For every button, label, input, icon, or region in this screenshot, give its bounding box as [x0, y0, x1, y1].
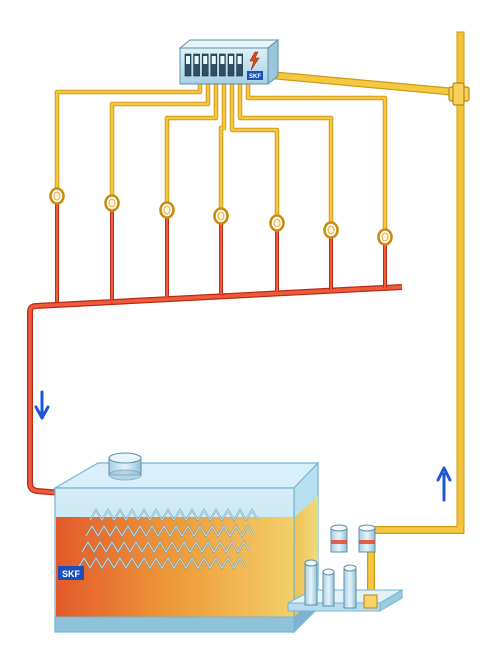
pump-outlet-fitting — [363, 594, 378, 609]
tank-logo — [58, 566, 84, 580]
distributor-outlet — [184, 53, 192, 77]
tank-logo-text: SKF — [62, 569, 81, 579]
supply-branch-line — [238, 82, 333, 224]
outlet-window — [194, 56, 199, 64]
distributor-outlet — [193, 53, 200, 77]
supply-lines — [54, 81, 388, 232]
supply-branch-line — [246, 82, 387, 231]
distributor-logo-text: SKF — [249, 74, 261, 80]
outlet-window — [237, 56, 242, 64]
filter-canister — [304, 562, 318, 606]
distributor-outlet — [219, 53, 226, 77]
oil-reservoir-tank: SKF — [52, 452, 320, 634]
supply-branch-line — [55, 82, 202, 190]
outlet-window — [229, 56, 233, 64]
pump-filter-unit — [287, 524, 404, 612]
arrow-down-icon — [34, 390, 50, 420]
outlet-window — [186, 56, 190, 64]
distributor-outlet — [236, 53, 243, 77]
outlet-window — [211, 56, 216, 64]
main-supply-riser — [269, 31, 470, 600]
outlet-window — [203, 56, 208, 64]
distributor-outlet — [227, 53, 235, 77]
filler-cap — [108, 452, 142, 481]
distributor-logo — [247, 71, 263, 80]
outlet-window — [220, 56, 225, 64]
return-lines — [27, 284, 403, 496]
supply-branch-line — [219, 82, 226, 210]
filter-canister — [322, 571, 335, 607]
distributor-outlet — [210, 53, 218, 77]
supply-branch-line — [110, 82, 210, 197]
lube-points — [49, 187, 393, 302]
supply-branch-line — [165, 82, 218, 204]
arrow-up-icon — [436, 466, 452, 502]
distributor-outlet — [201, 53, 209, 77]
distributor-block: SKF — [178, 38, 280, 86]
filter-canister — [343, 567, 357, 609]
lightning-icon — [249, 51, 260, 71]
supply-branch-line — [230, 82, 279, 217]
